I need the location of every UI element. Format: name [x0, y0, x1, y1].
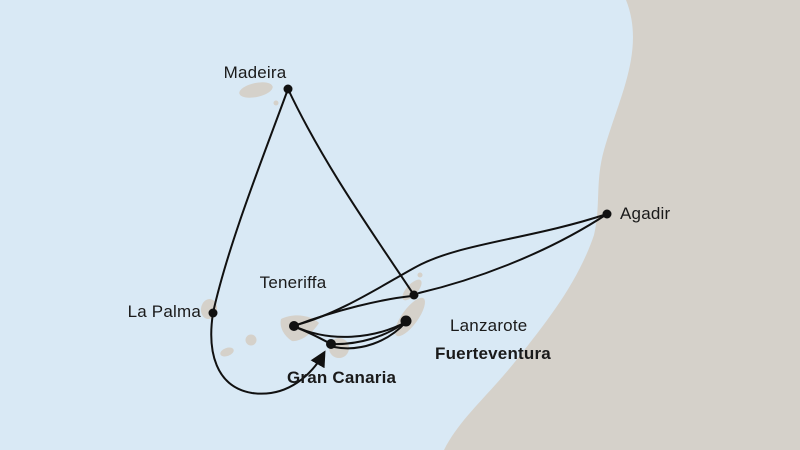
port-marker-gran-canaria [326, 339, 336, 349]
desertas-islet [273, 100, 279, 106]
route-agadir-lanzarote [418, 213, 608, 294]
port-label-la-palma: La Palma [127, 302, 201, 321]
route-madeira-lanzarote [287, 88, 415, 296]
port-marker-madeira [283, 84, 293, 94]
port-label-fuerteventura: Fuerteventura [435, 344, 551, 363]
route-madeira-lapalma [212, 88, 289, 314]
port-marker-la-palma [208, 308, 218, 318]
port-label-agadir: Agadir [620, 204, 671, 223]
port-marker-lanzarote [409, 290, 419, 300]
port-marker-fuerteventura [400, 315, 412, 327]
route-grancanaria-fuerteventura [330, 322, 405, 346]
port-label-teneriffa: Teneriffa [259, 273, 327, 292]
el-hierro-island [220, 347, 234, 357]
africa-landmass [444, 0, 800, 450]
route-agadir-teneriffa [295, 213, 608, 326]
madeira-island [239, 82, 273, 98]
la-gomera-island [245, 334, 257, 346]
port-label-madeira: Madeira [223, 63, 287, 82]
port-label-lanzarote: Lanzarote [450, 316, 528, 335]
port-marker-teneriffa [289, 321, 299, 331]
route-lapalma-grancanaria-loop [210, 312, 326, 395]
route-teneriffa-lanzarote-north [293, 295, 413, 327]
port-marker-agadir [602, 209, 612, 219]
fuerteventura-island [395, 297, 425, 337]
port-label-gran-canaria: Gran Canaria [287, 368, 397, 387]
route-fuerteventura-grancanaria-south [333, 321, 407, 350]
lanzarote-island [402, 279, 422, 301]
la-graciosa-islet [417, 272, 423, 278]
